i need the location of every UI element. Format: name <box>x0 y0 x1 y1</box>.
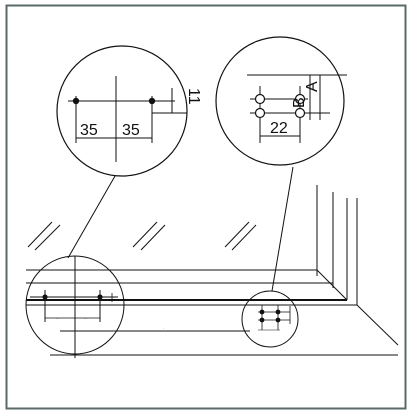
screw-hole <box>254 93 266 105</box>
detail-left: 35 35 11 <box>56 45 202 177</box>
svg-text:·: · <box>163 326 164 331</box>
screw-hole <box>259 309 265 315</box>
screw-hole <box>294 107 306 119</box>
screw-hole <box>275 309 281 315</box>
svg-text:··: ·· <box>84 316 87 321</box>
dim-left-b: 35 <box>122 122 140 139</box>
screw-hole <box>254 107 266 119</box>
dim-left-height: 11 <box>185 88 202 105</box>
detail-right: 22 B A <box>215 36 347 166</box>
screw-hole <box>294 93 306 105</box>
hinge-right-closeup <box>241 290 299 348</box>
dim-right-b: B <box>291 97 308 108</box>
drawing-frame <box>5 4 407 410</box>
leader-line-left <box>67 175 116 259</box>
dim-right-a: A <box>304 81 321 92</box>
dim-right-width: 22 <box>270 120 288 137</box>
hinge-left-closeup: ·· ·· <box>25 255 125 358</box>
glass-reflection-marks <box>27 221 257 251</box>
screw-hole <box>259 317 265 323</box>
leader-line-right <box>271 166 294 292</box>
screw-hole <box>275 317 281 323</box>
svg-text:··: ·· <box>56 316 59 321</box>
dim-left-a: 35 <box>80 122 98 139</box>
cabinet-assembly <box>26 185 399 356</box>
